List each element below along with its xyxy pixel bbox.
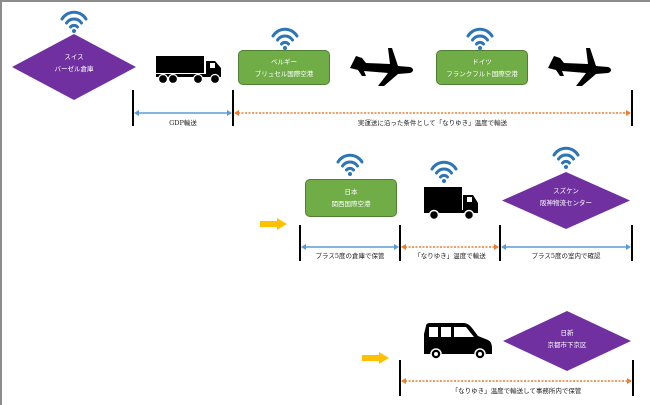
van-icon xyxy=(424,323,492,360)
node-label-line1: 日本 xyxy=(344,188,358,196)
node-label-line1: ドイツ xyxy=(472,57,492,66)
segment-divider xyxy=(499,225,501,261)
segment-label: 「なりゆき」温度で輸送 xyxy=(414,252,486,260)
node-label-line2: フランクフルト国際空港 xyxy=(446,69,518,78)
wifi-icon xyxy=(60,10,88,35)
node-label-line2: 京都市下京区 xyxy=(547,341,587,349)
segment-divider xyxy=(631,225,633,261)
node-label-line1: 日新 xyxy=(560,329,574,337)
segment-divider xyxy=(399,225,401,261)
wifi-icon xyxy=(466,27,494,52)
solid-span-arrow xyxy=(301,244,399,250)
segment-label: プラス5度の室内で確認 xyxy=(531,252,601,260)
dotted-span-arrow xyxy=(401,244,499,250)
segment-label: 実運送に沿った条件として「なりゆき」温度で輸送 xyxy=(357,119,508,127)
segment-label: 「なりゆき」温度で輸送して事務所内で保管 xyxy=(451,387,582,395)
dotted-span-arrow xyxy=(401,378,632,384)
node-label-line1: スイス xyxy=(64,53,84,61)
node-swiss-basel-warehouse: スイス バーゼル倉庫 xyxy=(12,34,136,100)
segment-label: GDP輸送 xyxy=(169,119,197,127)
box-truck-icon xyxy=(424,187,478,221)
node-belgium-brussels-airport: ベルギー ブリュセル国際空港 xyxy=(238,50,330,85)
node-suzuken-hanshin-center: スズケン 阪神物流センター xyxy=(502,172,630,229)
solid-span-arrow xyxy=(134,110,232,116)
node-nisshin-kyoto-shimogyo: 日新 京都市下京区 xyxy=(503,311,631,371)
node-label-line2: バーゼル倉庫 xyxy=(54,65,94,73)
right-arrow-icon xyxy=(362,352,389,364)
solid-span-arrow xyxy=(501,244,631,250)
node-label-line2: 阪神物流センター xyxy=(540,199,592,207)
segment-divider xyxy=(232,90,234,126)
node-japan-kansai-airport: 日本 関西国際空港 xyxy=(305,179,397,217)
segment-label: プラス5度の倉庫で保管 xyxy=(315,252,385,260)
segment-divider xyxy=(132,90,134,126)
dotted-span-arrow xyxy=(234,110,631,116)
wifi-icon xyxy=(271,27,299,52)
segment-divider xyxy=(399,360,401,396)
node-label-line2: 関西国際空港 xyxy=(331,200,371,208)
wifi-icon xyxy=(552,146,580,171)
wifi-icon xyxy=(336,153,364,178)
right-arrow-icon xyxy=(260,218,287,230)
node-germany-frankfurt-airport: ドイツ フランクフルト国際空港 xyxy=(436,50,528,85)
airplane-icon xyxy=(350,48,413,86)
segment-divider xyxy=(632,360,634,396)
segment-divider xyxy=(631,90,633,126)
segment-divider xyxy=(299,225,301,261)
semi-truck-icon xyxy=(156,56,221,85)
airplane-icon xyxy=(548,48,611,86)
wifi-icon xyxy=(430,160,458,185)
node-label-line1: ベルギー xyxy=(271,57,297,66)
node-label-line2: ブリュセル国際空港 xyxy=(254,69,314,78)
node-label-line1: スズケン xyxy=(553,187,579,195)
